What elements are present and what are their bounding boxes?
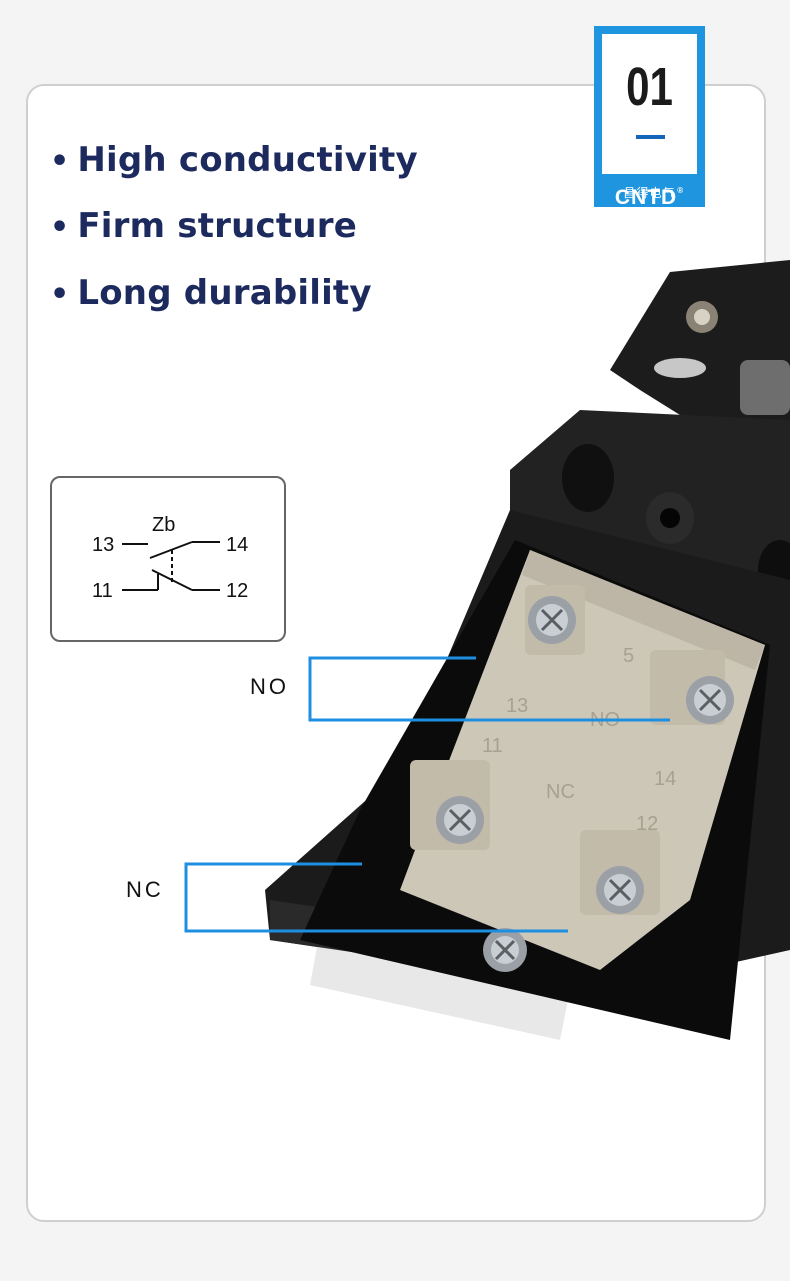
wiring-symbol-label: Zb <box>152 514 176 536</box>
brand-name: CNTD <box>614 186 678 209</box>
feature-high-conductivity: •High conductivity <box>50 140 418 180</box>
brand-logo-text: CNTD® <box>594 186 705 210</box>
badge-number-panel: 01 <box>602 34 697 174</box>
terminal-14: 14 <box>226 534 249 556</box>
contact-mark-13: 13 <box>506 695 528 717</box>
contact-mark-14: 14 <box>654 768 676 790</box>
bottom-cap <box>310 930 570 1040</box>
badge-number: 01 <box>626 57 673 117</box>
feature-text: Long durability <box>77 273 372 313</box>
feature-text: High conductivity <box>77 140 418 180</box>
roller-shaft <box>740 360 790 415</box>
bullet: • <box>50 144 70 179</box>
badge-underline <box>636 135 665 139</box>
terminal-12: 12 <box>226 580 249 602</box>
brand-badge: 01 CNTD® <box>594 26 705 210</box>
brand-subtitle: 昌得电气 <box>623 186 676 200</box>
contact-mark-12: 12 <box>636 813 658 835</box>
no-callout-label: NO <box>250 674 289 699</box>
registered-mark: ® <box>677 186 685 195</box>
bullet: • <box>50 210 70 245</box>
bullet: • <box>50 277 70 312</box>
terminal-13: 13 <box>92 534 115 556</box>
feature-long-durability: •Long durability <box>50 273 372 313</box>
nc-callout-label: NC <box>126 877 164 902</box>
feature-firm-structure: •Firm structure <box>50 206 357 246</box>
contact-mark-nc: NC <box>546 781 575 803</box>
contact-mark-5: 5 <box>623 645 634 667</box>
wiring-symbol <box>122 541 220 591</box>
feature-text: Firm structure <box>77 206 357 246</box>
terminal-11: 11 <box>92 580 113 602</box>
contact-mark-no: NO <box>590 709 620 731</box>
contact-mark-11: 11 <box>482 735 503 757</box>
limit-switch-product-image: 5 13 NO 11 14 NC 12 <box>265 260 790 1040</box>
contact-wiring-diagram: Zb 13 14 11 12 <box>50 476 286 642</box>
